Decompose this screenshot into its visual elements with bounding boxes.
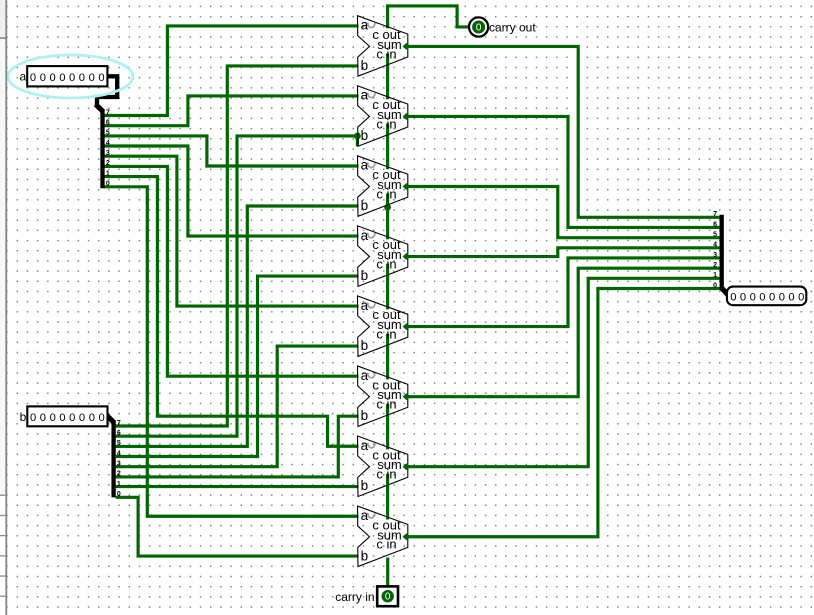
svg-text:c out: c out (372, 167, 401, 182)
svg-text:c out: c out (372, 27, 401, 42)
svg-text:5: 5 (117, 440, 121, 447)
svg-text:6: 6 (713, 221, 717, 228)
svg-text:carry in: carry in (335, 590, 374, 604)
svg-text:a: a (20, 70, 27, 84)
svg-text:0: 0 (713, 282, 717, 289)
svg-text:6: 6 (106, 120, 110, 127)
svg-text:b: b (361, 408, 369, 423)
svg-text:sum: sum (377, 457, 402, 472)
svg-text:a: a (361, 298, 369, 313)
svg-text:carry out: carry out (489, 20, 536, 34)
svg-text:7: 7 (117, 420, 121, 427)
svg-text:b: b (361, 58, 369, 73)
svg-text:4: 4 (117, 450, 121, 457)
svg-text:c in: c in (376, 186, 396, 201)
svg-text:sum: sum (377, 527, 402, 542)
svg-text:sum: sum (377, 317, 402, 332)
svg-text:0: 0 (117, 491, 121, 498)
svg-text:5: 5 (106, 130, 110, 137)
svg-text:0: 0 (106, 181, 110, 188)
svg-text:7: 7 (713, 211, 717, 218)
svg-text:sum: sum (377, 107, 402, 122)
svg-text:3: 3 (106, 150, 110, 157)
svg-text:c in: c in (376, 116, 396, 131)
svg-text:sum: sum (377, 247, 402, 262)
svg-text:2: 2 (117, 471, 121, 478)
svg-text:a: a (361, 438, 369, 453)
svg-text:a: a (361, 88, 369, 103)
svg-text:b: b (361, 548, 369, 563)
svg-text:1: 1 (106, 170, 110, 177)
svg-text:c in: c in (376, 537, 396, 552)
svg-text:c in: c in (376, 397, 396, 412)
svg-text:a: a (361, 508, 369, 523)
svg-text:c out: c out (372, 377, 401, 392)
svg-text:c out: c out (372, 97, 401, 112)
svg-text:5: 5 (713, 231, 717, 238)
svg-text:3: 3 (713, 252, 717, 259)
svg-text:0: 0 (385, 592, 391, 603)
svg-text:a: a (361, 368, 369, 383)
svg-text:c in: c in (376, 327, 396, 342)
svg-text:b: b (361, 128, 369, 143)
svg-text:b: b (20, 410, 27, 424)
svg-text:b: b (361, 198, 369, 213)
svg-text:c in: c in (376, 467, 396, 482)
svg-text:4: 4 (713, 242, 717, 249)
svg-text:4: 4 (106, 140, 110, 147)
svg-text:b: b (361, 338, 369, 353)
svg-text:c out: c out (372, 517, 401, 532)
svg-text:0: 0 (476, 23, 482, 34)
svg-text:b: b (361, 268, 369, 283)
svg-text:a: a (361, 228, 369, 243)
svg-text:a: a (361, 18, 369, 33)
svg-text:2: 2 (106, 160, 110, 167)
svg-text:c out: c out (372, 447, 401, 462)
svg-text:sum: sum (377, 387, 402, 402)
svg-text:c out: c out (372, 307, 401, 322)
svg-text:c out: c out (372, 237, 401, 252)
svg-text:b: b (361, 478, 369, 493)
svg-text:a: a (361, 158, 369, 173)
svg-text:sum: sum (377, 177, 402, 192)
svg-text:6: 6 (117, 430, 121, 437)
svg-text:2: 2 (713, 262, 717, 269)
svg-text:1: 1 (117, 481, 121, 488)
svg-text:c in: c in (376, 256, 396, 271)
svg-text:1: 1 (713, 272, 717, 279)
svg-text:sum: sum (377, 37, 402, 52)
svg-text:7: 7 (106, 109, 110, 116)
svg-text:c in: c in (376, 46, 396, 61)
svg-text:3: 3 (117, 461, 121, 468)
